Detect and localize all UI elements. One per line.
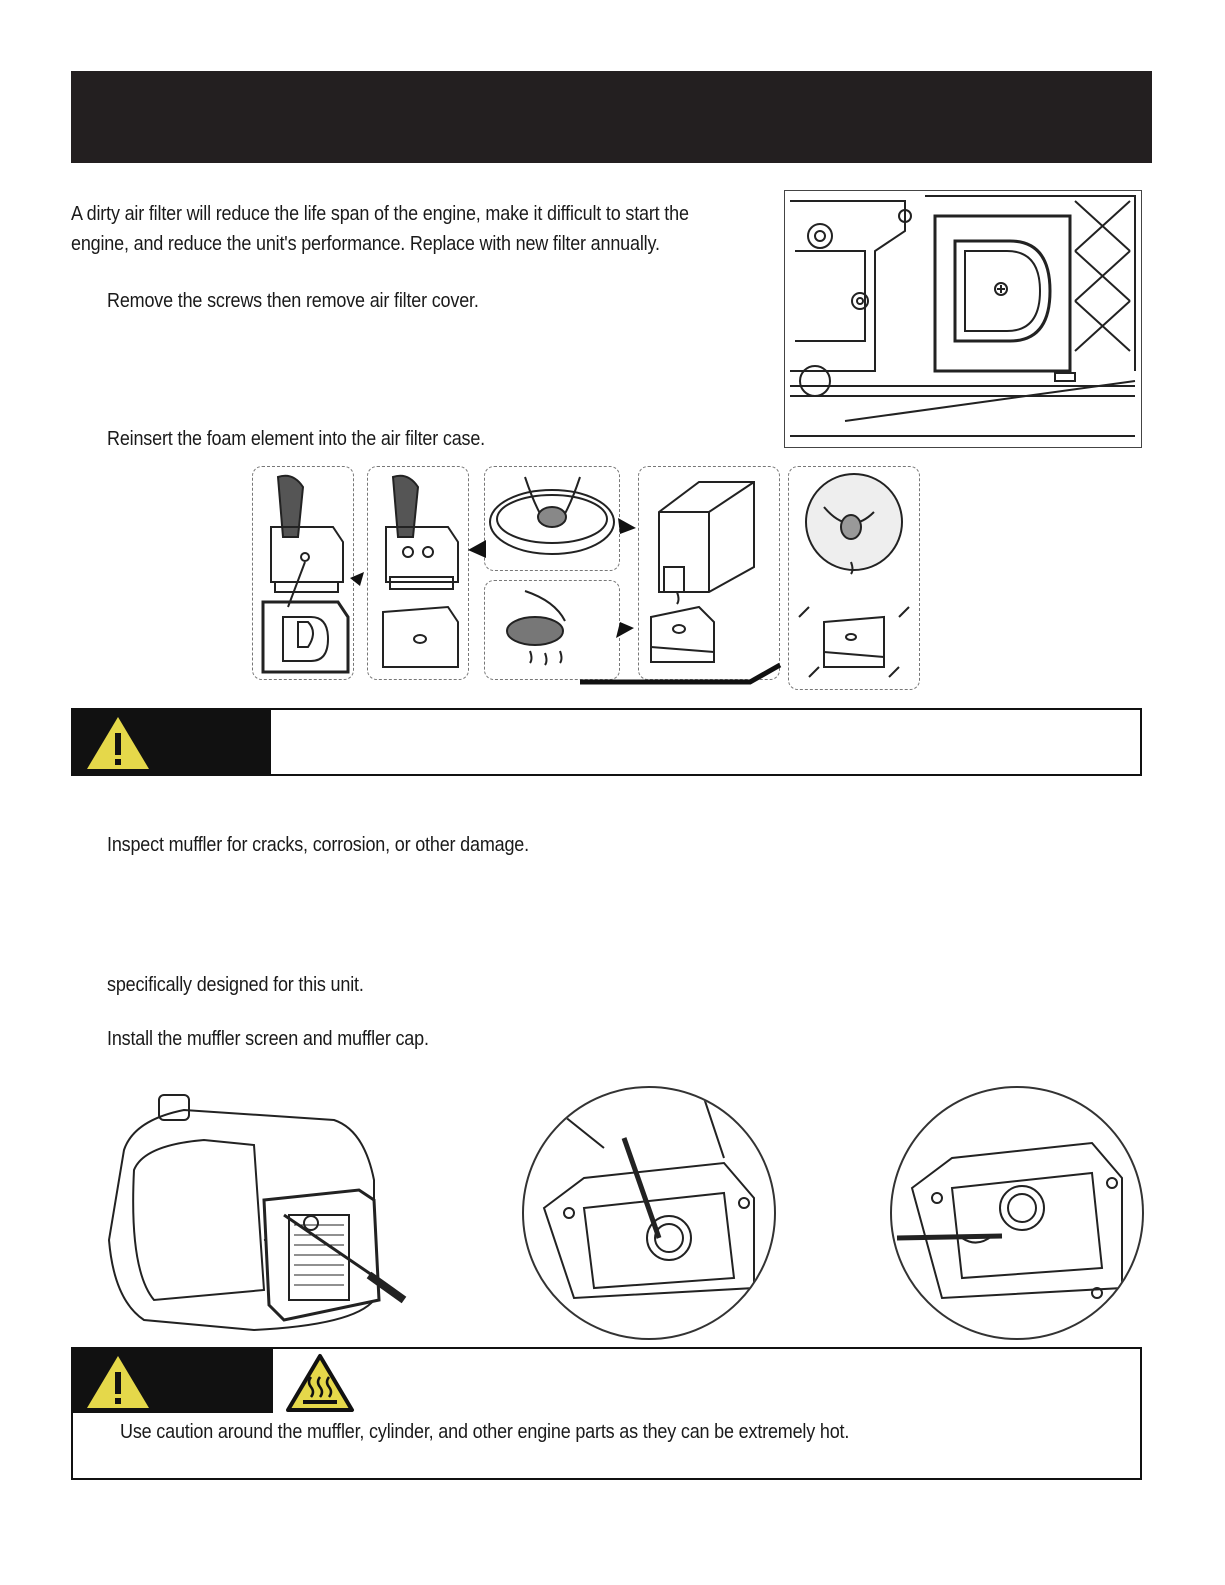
step-reinsert-foam: Reinsert the foam element into the air f… [107, 428, 486, 450]
warning-triangle-icon [87, 1356, 149, 1408]
hot-surface-icon [286, 1354, 354, 1412]
step-diagram-squeeze-oil [788, 466, 920, 690]
step-inspect-muffler: Inspect muffler for cracks, corrosion, o… [107, 834, 529, 856]
generator-muffler-cover-illustration [104, 1090, 414, 1340]
step-diagram-remove-foam [367, 466, 469, 680]
step-install-muffler: Install the muffler screen and muffler c… [107, 1028, 429, 1050]
air-filter-intro-line2: engine, and reduce the unit's performanc… [71, 233, 660, 255]
warning-label-bar-hot [71, 1347, 273, 1413]
warning-triangle-icon [87, 717, 149, 769]
step-diagram-oil-foam [638, 466, 780, 680]
hot-warning-text: Use caution around the muffler, cylinder… [120, 1421, 850, 1443]
step-flow-arrows [350, 518, 782, 685]
section-header-bar [71, 71, 1152, 163]
air-filter-cover-illustration [784, 190, 1142, 448]
step-diagram-wash-foam [484, 466, 620, 571]
muffler-screen-closeup-2 [890, 1086, 1144, 1340]
step-remove-cover: Remove the screws then remove air filter… [107, 290, 479, 312]
warning-label-bar [71, 708, 271, 774]
air-filter-intro-line1: A dirty air filter will reduce the life … [71, 203, 689, 225]
step-designed-unit: specifically designed for this unit. [107, 974, 364, 996]
step-diagram-open-case [252, 466, 354, 680]
step-diagram-squeeze-foam [484, 580, 620, 680]
muffler-screen-closeup-1 [522, 1086, 776, 1340]
